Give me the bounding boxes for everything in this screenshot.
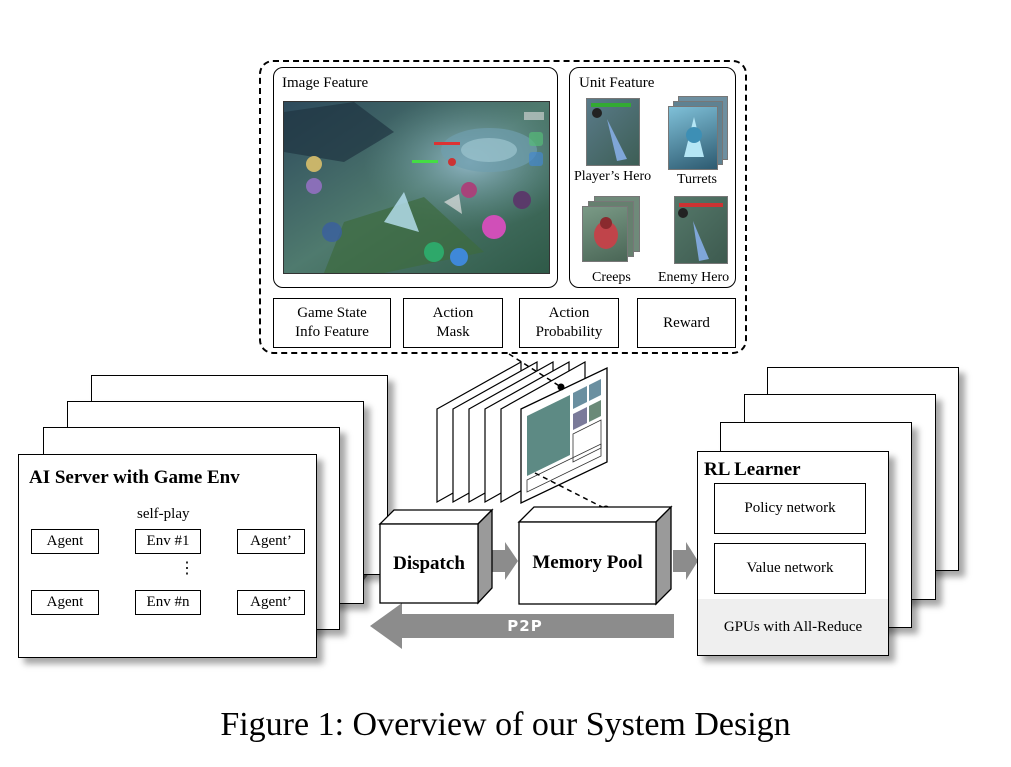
enemy-hero-label: Enemy Hero [658, 270, 730, 285]
gpus-all-reduce-band: GPUs with All-Reduce [698, 599, 888, 655]
p2p-arrow [370, 603, 674, 649]
creeps-label: Creeps [592, 270, 631, 285]
env-n-box: Env #n [135, 590, 201, 615]
action-prob-line2: Probability [535, 324, 603, 340]
env-n-label: Env #n [146, 594, 190, 610]
agent-prime-label: Agent’ [250, 594, 292, 610]
players-hero-label: Player’s Hero [574, 169, 652, 184]
enemy-hero-image [674, 196, 728, 264]
vertical-ellipsis: ⋮ [179, 560, 195, 577]
creeps-image [582, 206, 628, 262]
memory-pool-cube [517, 505, 673, 606]
agent-box-n: Agent [31, 590, 99, 615]
ai-server-box: AI Server with Game Env self-play Agent … [18, 454, 317, 658]
memory-pool-label: Memory Pool [532, 552, 643, 573]
env-1-label: Env #1 [146, 533, 190, 549]
self-play-label: self-play [137, 506, 190, 522]
gpus-all-reduce-label: GPUs with All-Reduce [723, 618, 863, 635]
figure-caption: Figure 1: Overview of our System Design [220, 706, 791, 743]
turrets-image [668, 106, 718, 170]
value-network-label: Value network [746, 560, 834, 576]
policy-network-box: Policy network [714, 483, 866, 534]
agent-box-1: Agent [31, 529, 99, 554]
env-1-box: Env #1 [135, 529, 201, 554]
turrets-label: Turrets [677, 172, 717, 187]
agent-prime-box-n: Agent’ [237, 590, 305, 615]
reward-label: Reward [663, 314, 710, 331]
game-state-info-feature-box: Game State Info Feature [273, 298, 391, 348]
dispatch-cube [378, 508, 494, 605]
agent-prime-label: Agent’ [250, 533, 292, 549]
image-feature-label: Image Feature [282, 75, 369, 91]
sample-frame-front [520, 366, 608, 505]
agent-label: Agent [46, 533, 84, 549]
ai-server-title: AI Server with Game Env [29, 467, 240, 488]
value-network-box: Value network [714, 543, 866, 594]
action-prob-line1: Action [548, 305, 590, 321]
policy-network-label: Policy network [744, 500, 836, 516]
game-state-line2: Info Feature [295, 324, 369, 340]
image-feature-box: Image Feature [273, 67, 558, 288]
agent-prime-box-1: Agent’ [237, 529, 305, 554]
action-mask-box: Action Mask [403, 298, 503, 348]
feature-panel [259, 60, 747, 354]
rl-learner-title: RL Learner [704, 459, 801, 480]
unit-feature-box: Unit Feature Player’s Hero Turrets Creep… [569, 67, 736, 288]
action-probability-box: Action Probability [519, 298, 619, 348]
p2p-label: P2P [507, 617, 543, 635]
action-mask-line1: Action [432, 305, 474, 321]
unit-feature-label: Unit Feature [579, 75, 655, 91]
game-state-line1: Game State [297, 305, 367, 321]
agent-label: Agent [46, 594, 84, 610]
rl-learner-box: RL Learner Policy network Value network … [697, 451, 889, 656]
players-hero-image [586, 98, 640, 166]
dispatch-label: Dispatch [393, 552, 465, 574]
reward-box: Reward [637, 298, 736, 348]
action-mask-line2: Mask [436, 324, 470, 340]
game-screenshot-image [283, 101, 550, 274]
